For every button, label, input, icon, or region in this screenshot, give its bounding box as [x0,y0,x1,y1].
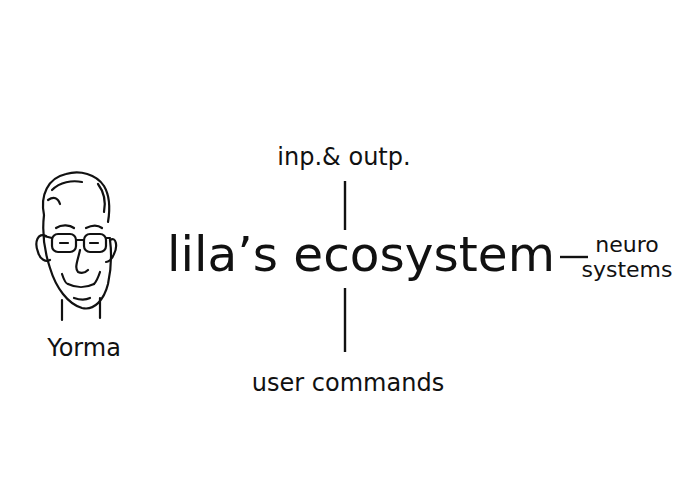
ear [106,239,116,262]
person-name: Yorma [47,335,121,361]
chin [74,298,90,300]
hair-line [43,173,109,223]
main-title-label: lila’s ecosystem [167,228,555,281]
user-commands-label: user commands [252,370,444,396]
input-output-label: inp.& outp. [277,144,410,170]
hair-strand [48,198,60,204]
nose [76,250,88,273]
cheek-line [62,272,100,284]
hair-strand [52,181,82,190]
hair-strand [98,184,105,212]
neuro-label: neuro systems [572,232,682,283]
leader-line [344,288,346,352]
brow [56,225,102,228]
neck [62,298,100,320]
eye [60,242,98,244]
ear [36,235,50,261]
glasses-bridge [44,236,110,240]
face-outline [43,215,111,308]
leader-line [344,181,346,230]
portrait [36,173,116,321]
mouth [68,284,94,287]
